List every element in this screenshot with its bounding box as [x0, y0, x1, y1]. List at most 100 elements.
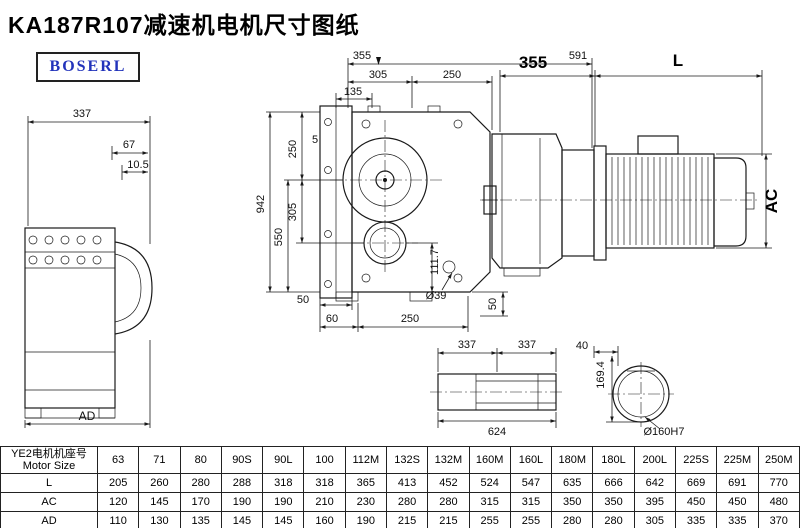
- value-cell: 315: [468, 492, 511, 512]
- dim-50-bottom-right: 50: [487, 298, 499, 310]
- col-header-180L: 180L: [592, 446, 635, 474]
- dim-50-bottom-left: 50: [297, 294, 309, 306]
- value-cell: 230: [344, 492, 387, 512]
- value-cell: 315: [509, 492, 553, 512]
- bore-section: [608, 362, 674, 427]
- dim-40-keyway: 40: [576, 340, 588, 352]
- col-header-100: 100: [303, 446, 346, 474]
- value-cell: 280: [551, 511, 594, 528]
- col-header-225M: 225M: [716, 446, 759, 474]
- value-cell: 210: [303, 492, 346, 512]
- col-header-90S: 90S: [220, 446, 264, 474]
- value-cell: 190: [344, 511, 387, 528]
- col-header-80: 80: [179, 446, 222, 474]
- value-cell: 413: [385, 473, 429, 493]
- value-cell: 365: [344, 473, 387, 493]
- col-header-160M: 160M: [468, 446, 511, 474]
- dim-305-top: 305: [369, 69, 387, 81]
- value-cell: 288: [220, 473, 264, 493]
- dim-942-height: 942: [255, 195, 267, 213]
- bore-section-dimensions: 40 169.4 Ø160H7: [576, 340, 685, 438]
- dim-67: 67: [123, 139, 135, 151]
- value-cell: 669: [674, 473, 718, 493]
- dim-diameter-39: Ø39: [426, 290, 447, 302]
- col-header-112M: 112M: [344, 446, 387, 474]
- shaft-detail-dimensions: 337 337 624: [437, 339, 557, 438]
- value-cell: 120: [96, 492, 140, 512]
- value-cell: 318: [262, 473, 305, 493]
- col-header-250M: 250M: [757, 446, 800, 474]
- col-header-132M: 132M: [427, 446, 470, 474]
- col-header-225S: 225S: [674, 446, 718, 474]
- value-cell: 280: [179, 473, 222, 493]
- col-header-200L: 200L: [633, 446, 676, 474]
- value-cell: 215: [385, 511, 429, 528]
- col-header-160L: 160L: [509, 446, 553, 474]
- value-cell: 524: [468, 473, 511, 493]
- value-cell: 255: [509, 511, 553, 528]
- dim-355-motor-adapter: 355: [519, 53, 547, 72]
- dim-135-top: 135: [344, 86, 362, 98]
- header-cn: YE2电机机座号: [11, 448, 87, 460]
- value-cell: 666: [592, 473, 635, 493]
- value-cell: 635: [551, 473, 594, 493]
- motor-fins: [611, 157, 709, 245]
- value-cell: 190: [262, 492, 305, 512]
- value-cell: 280: [592, 511, 635, 528]
- dim-10-5: 10.5: [127, 159, 148, 171]
- value-cell: 770: [757, 473, 800, 493]
- value-cell: 215: [427, 511, 470, 528]
- value-cell: 395: [633, 492, 676, 512]
- dim-169-4: 169.4: [595, 361, 607, 389]
- value-cell: 170: [179, 492, 222, 512]
- side-view-motor: [480, 133, 758, 277]
- value-cell: 110: [96, 511, 140, 528]
- value-cell: 350: [592, 492, 635, 512]
- shaft-detail: [430, 373, 564, 411]
- col-header-132S: 132S: [385, 446, 429, 474]
- dim-60-bottom: 60: [326, 313, 338, 325]
- value-cell: 691: [716, 473, 759, 493]
- col-header-90L: 90L: [262, 446, 305, 474]
- value-cell: 642: [633, 473, 676, 493]
- value-cell: 280: [385, 492, 429, 512]
- value-cell: 255: [468, 511, 511, 528]
- value-cell: 335: [716, 511, 759, 528]
- side-view-dimensions: 355 L AC: [499, 51, 781, 249]
- col-header-71: 71: [138, 446, 181, 474]
- value-cell: 305: [633, 511, 676, 528]
- flange-bolts: [28, 235, 102, 265]
- value-cell: 145: [262, 511, 305, 528]
- value-cell: 450: [716, 492, 759, 512]
- value-cell: 260: [138, 473, 181, 493]
- value-cell: 318: [303, 473, 346, 493]
- value-cell: 350: [551, 492, 594, 512]
- row-label-AC: AC: [0, 492, 98, 512]
- dim-624-shaft-total: 624: [488, 426, 506, 438]
- dim-550-left: 550: [273, 228, 285, 246]
- value-cell: 145: [138, 492, 181, 512]
- value-cell: 280: [427, 492, 470, 512]
- value-cell: 135: [179, 511, 222, 528]
- dim-L-motor-length: L: [673, 51, 683, 70]
- value-cell: 160: [303, 511, 346, 528]
- value-cell: 190: [220, 492, 264, 512]
- header-en: Motor Size: [22, 460, 76, 472]
- page-title: KA187R107减速机电机尺寸图纸: [8, 12, 360, 38]
- brand-logo-text: BOSERL: [49, 58, 127, 75]
- col-header-63: 63: [96, 446, 140, 474]
- down-arrow-icon: [376, 57, 381, 65]
- dim-AC-motor-diameter: AC: [762, 189, 781, 214]
- dim-111-7: 111.7: [429, 249, 441, 275]
- dim-337-left-view: 337: [73, 108, 91, 120]
- dim-337-shaft-1: 337: [458, 339, 476, 351]
- value-cell: 145: [220, 511, 264, 528]
- value-cell: 130: [138, 511, 181, 528]
- dim-591-total-width: 591: [569, 50, 587, 62]
- dim-250-left: 250: [287, 140, 299, 158]
